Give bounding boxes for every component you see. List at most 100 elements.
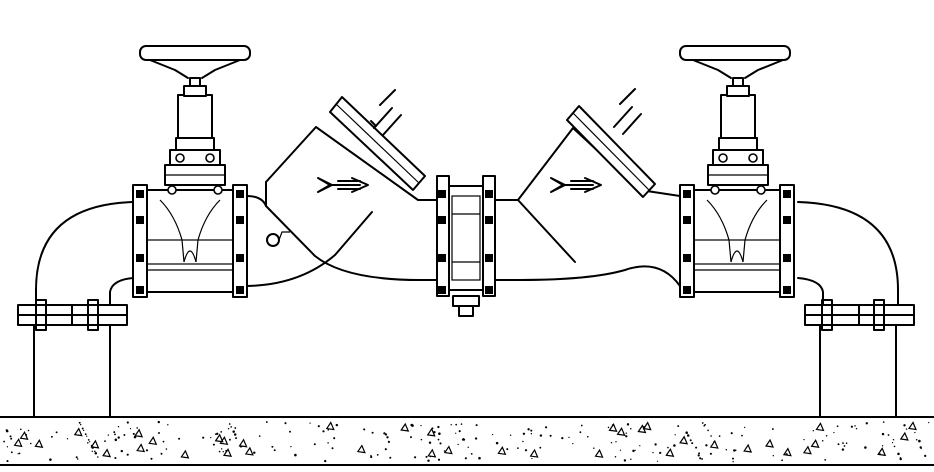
aggregate-dot (460, 423, 463, 425)
aggregate-stone (223, 447, 233, 457)
aggregate-dot (19, 428, 22, 431)
left-riser-pipe (33, 325, 111, 418)
aggregate-dot (812, 430, 814, 432)
bolt (485, 216, 493, 224)
aggregate-dot (607, 426, 610, 429)
aggregate-dot (6, 460, 9, 463)
aggregate-dot (899, 457, 902, 461)
bolt (236, 216, 244, 224)
aggregate-stone (608, 422, 618, 432)
aggregate-dot (699, 457, 702, 460)
aggregate-dot (17, 453, 19, 455)
aggregate-dot (626, 423, 630, 426)
right-base-flange (804, 299, 915, 331)
aggregate-dot (75, 456, 78, 459)
bolt (485, 190, 493, 198)
aggregate-dot (772, 455, 774, 457)
aggregate-dot (89, 441, 91, 443)
aggregate-dot (313, 443, 316, 446)
aggregate-dot (114, 456, 117, 460)
aggregate-dot (539, 434, 543, 437)
aggregate-dot (160, 452, 163, 455)
aggregate-dot (549, 434, 552, 437)
bolt (136, 190, 144, 198)
aggregate-dot (730, 432, 733, 435)
aggregate-dot (165, 448, 168, 450)
aggregate-stone (877, 447, 887, 457)
aggregate-dot (437, 438, 440, 441)
aggregate-dot (506, 448, 509, 451)
aggregate-dot (837, 443, 840, 446)
aggregate-dot (157, 420, 160, 424)
aggregate-dot (475, 424, 478, 427)
aggregate-dot (710, 435, 712, 437)
bolt (438, 216, 446, 224)
bolt (783, 286, 791, 294)
aggregate-stone (325, 421, 335, 431)
aggregate-dot (701, 458, 704, 460)
aggregate-dot (836, 425, 839, 428)
aggregate-dot (384, 433, 388, 436)
aggregate-dot (623, 459, 627, 462)
aggregate-dot (561, 436, 564, 440)
aggregate-dot (178, 437, 181, 440)
aggregate-dot (113, 431, 116, 434)
aggregate-stone (679, 435, 689, 445)
aggregate-dot (527, 428, 530, 431)
aggregate-dot (718, 435, 721, 437)
aggregate-dot (333, 437, 336, 440)
aggregate-dot (294, 453, 297, 457)
aggregate-stone (594, 448, 604, 458)
aggregate-dot (654, 443, 657, 446)
aggregate-dot (258, 435, 261, 437)
aggregate-stone (214, 433, 224, 443)
aggregate-stone (148, 436, 158, 446)
aggregate-dot (66, 438, 69, 440)
right-check-valve (494, 88, 681, 287)
aggregate-dot (850, 425, 854, 428)
bolt (236, 286, 244, 294)
aggregate-dot (855, 427, 858, 430)
aggregate-stone (34, 439, 44, 449)
aggregate-dot (107, 434, 109, 436)
aggregate-dot (531, 457, 533, 460)
aggregate-dot (10, 451, 13, 454)
bolt (683, 216, 691, 224)
aggregate-dot (438, 432, 441, 435)
aggregate-dot (428, 441, 432, 444)
aggregate-dot (129, 428, 132, 430)
aggregate-dot (55, 431, 58, 434)
aggregate-stone (743, 443, 753, 453)
aggregate-dot (79, 423, 82, 426)
aggregate-dot (271, 445, 274, 448)
bolt (136, 254, 144, 262)
aggregate-stone (244, 446, 254, 456)
aggregate-dot (27, 429, 30, 432)
aggregate-dot (470, 453, 473, 455)
aggregate-dot (427, 459, 430, 462)
aggregate-dot (593, 447, 595, 449)
aggregate-dot (363, 428, 366, 431)
bonnet-bolt (718, 153, 728, 163)
aggregate-dot (467, 446, 469, 448)
aggregate-stone (90, 439, 100, 449)
aggregate-stone (443, 445, 453, 455)
aggregate-stone (427, 448, 437, 458)
aggregate-dot (202, 436, 205, 439)
aggregate-stone (356, 444, 366, 454)
aggregate-stone (497, 446, 507, 456)
aggregate-stone (13, 438, 23, 448)
aggregate-dot (212, 443, 215, 446)
aggregate-stone (765, 438, 775, 448)
left-elbow (35, 201, 134, 306)
aggregate-dot (625, 432, 627, 434)
bonnet-bolt (167, 185, 177, 195)
aggregate-dot (659, 451, 662, 455)
aggregate-dot (656, 460, 659, 462)
aggregate-dot (914, 431, 916, 434)
aggregate-dot (425, 455, 428, 458)
aggregate-dot (114, 438, 118, 442)
aggregate-dot (3, 440, 6, 443)
aggregate-dot (733, 449, 736, 452)
